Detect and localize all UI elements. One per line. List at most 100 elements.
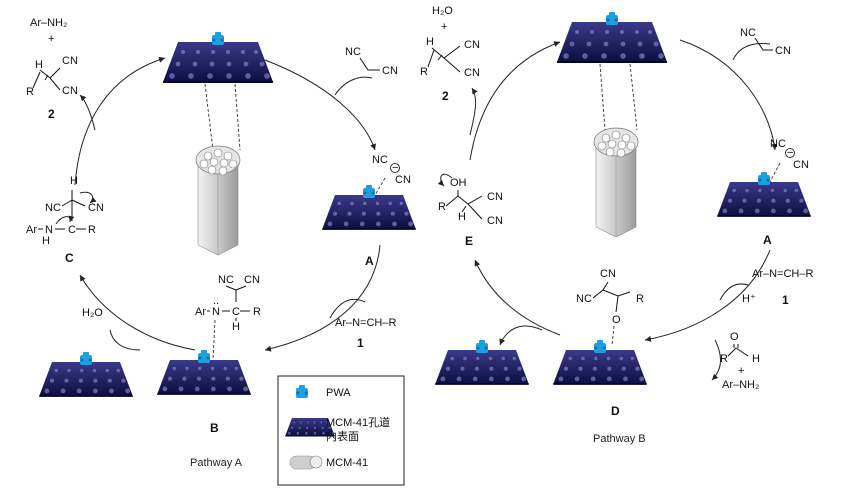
chem-text: R [253, 306, 261, 318]
bond [427, 45, 461, 73]
chem-text: CN [395, 174, 411, 186]
caption-pathway-b: Pathway B [593, 433, 646, 445]
chem-text: + [441, 21, 447, 33]
chem-text: − [787, 147, 793, 159]
chem-text: + [738, 365, 744, 377]
pathway-a: NC CN − A NC CN Ar–N=CH–R 1 NC CN Ar N .… [26, 17, 417, 469]
chem-text: NC [372, 154, 388, 166]
label-A-right: A [763, 233, 772, 247]
bond [359, 57, 380, 71]
catalyst-surface-top-right [556, 12, 668, 63]
arrow-top-to-A [264, 59, 376, 151]
arrow-top-to-A-right [679, 39, 778, 151]
product-arrow-right [469, 87, 478, 136]
chem-text: Ar [195, 306, 206, 318]
reagent-arrow-imine-right [719, 283, 749, 301]
interaction-line [611, 325, 615, 346]
label-B: B [210, 421, 219, 435]
carbanion-charge [390, 163, 400, 173]
catalyst-surface-B [156, 350, 252, 395]
chem-text: N [212, 306, 220, 318]
chem-text: NC [345, 46, 361, 58]
mcm41-icon [289, 455, 323, 470]
chem-text: O [730, 331, 739, 343]
catalyst-surface-D [552, 340, 648, 385]
water-arrow-left [109, 329, 141, 351]
lone-pair: .. [213, 295, 219, 307]
chem-imine-left: Ar–N=CH–R [335, 317, 396, 329]
chem-text: CN [244, 274, 260, 286]
chem-text: OH [450, 177, 467, 189]
zoom-line [234, 83, 241, 151]
zoom-line [599, 63, 606, 131]
chem-water-left: H₂O [82, 307, 103, 319]
chem-text: NC [770, 138, 786, 150]
label-E: E [465, 234, 473, 248]
bond [754, 37, 773, 51]
pwa-icon [606, 12, 618, 25]
legend-mcm41: MCM-41 [326, 457, 368, 469]
label-2-right: 2 [442, 89, 449, 103]
chem-text: H [70, 175, 78, 187]
label-D: D [611, 404, 620, 418]
legend-pwa: PWA [326, 387, 351, 399]
catalyst-surface-released [38, 352, 134, 397]
chem-arnh2-left: Ar–NH₂ [30, 17, 67, 29]
chem-text: NC [576, 293, 592, 305]
chem-hplus: H⁺ [742, 293, 756, 305]
chem-text: R [636, 293, 644, 305]
label-C: C [65, 251, 74, 265]
chem-text: H [42, 235, 50, 247]
chem-text: NC [45, 202, 61, 214]
chem-text: R [26, 86, 34, 98]
chem-text: NC [740, 27, 756, 39]
chem-text: H [752, 353, 760, 365]
chem-text: CN [464, 67, 480, 79]
chem-text: + [48, 33, 54, 45]
chem-arnh2-right: Ar–NH₂ [722, 379, 759, 391]
chem-text: H [426, 36, 434, 48]
chem-text: − [392, 162, 398, 174]
chem-text: Ar [26, 224, 37, 236]
chem-water-right: H₂O [432, 5, 453, 17]
mcm41-pillar-left [195, 145, 241, 256]
reagent-arrow-malononitrile-right [732, 42, 771, 61]
chem-text: CN [62, 85, 78, 97]
bond [32, 67, 61, 91]
chem-text: CN [775, 45, 791, 57]
chem-text: C [68, 224, 76, 236]
chem-text: CN [382, 65, 398, 77]
chem-text: CN [88, 202, 104, 214]
pathway-b: H₂O + H CN R CN 2 NC CN NC CN − A Ar–N=C… [420, 5, 813, 445]
label-1-left: 1 [357, 336, 364, 350]
legend: PWA MCM-41孔道 内表面 MCM-41 [277, 375, 405, 486]
caption-pathway-a: Pathway A [190, 457, 243, 469]
electron-arrow [79, 191, 97, 204]
arrow-A-to-B [264, 244, 381, 352]
chem-text: CN [62, 55, 78, 67]
chem-text: CN [487, 191, 503, 203]
bond [445, 190, 483, 220]
reagent-arrow-imine-left [329, 298, 366, 319]
chem-text: H [232, 321, 240, 333]
chem-text: O [612, 314, 621, 326]
zoom-line [204, 83, 214, 151]
bond [38, 190, 86, 230]
arrow-B-to-C [79, 274, 196, 351]
mcm41-pillar-right [593, 127, 639, 238]
chem-text: R [720, 353, 728, 365]
chem-text: CN [487, 215, 503, 227]
legend-surface-1: MCM-41孔道 [326, 415, 390, 429]
pwa-icon [212, 32, 224, 45]
catalyst-release-arrow [499, 325, 543, 346]
chem-text: R [88, 224, 96, 236]
catalyst-surface-A-right [716, 172, 812, 217]
interaction-line [374, 177, 386, 196]
chem-text: H [458, 211, 466, 223]
chem-text: NC [218, 274, 234, 286]
arrow-A-to-D [644, 249, 771, 342]
label-A-left: A [365, 254, 374, 268]
reagent-arrow-malononitrile [334, 76, 373, 96]
